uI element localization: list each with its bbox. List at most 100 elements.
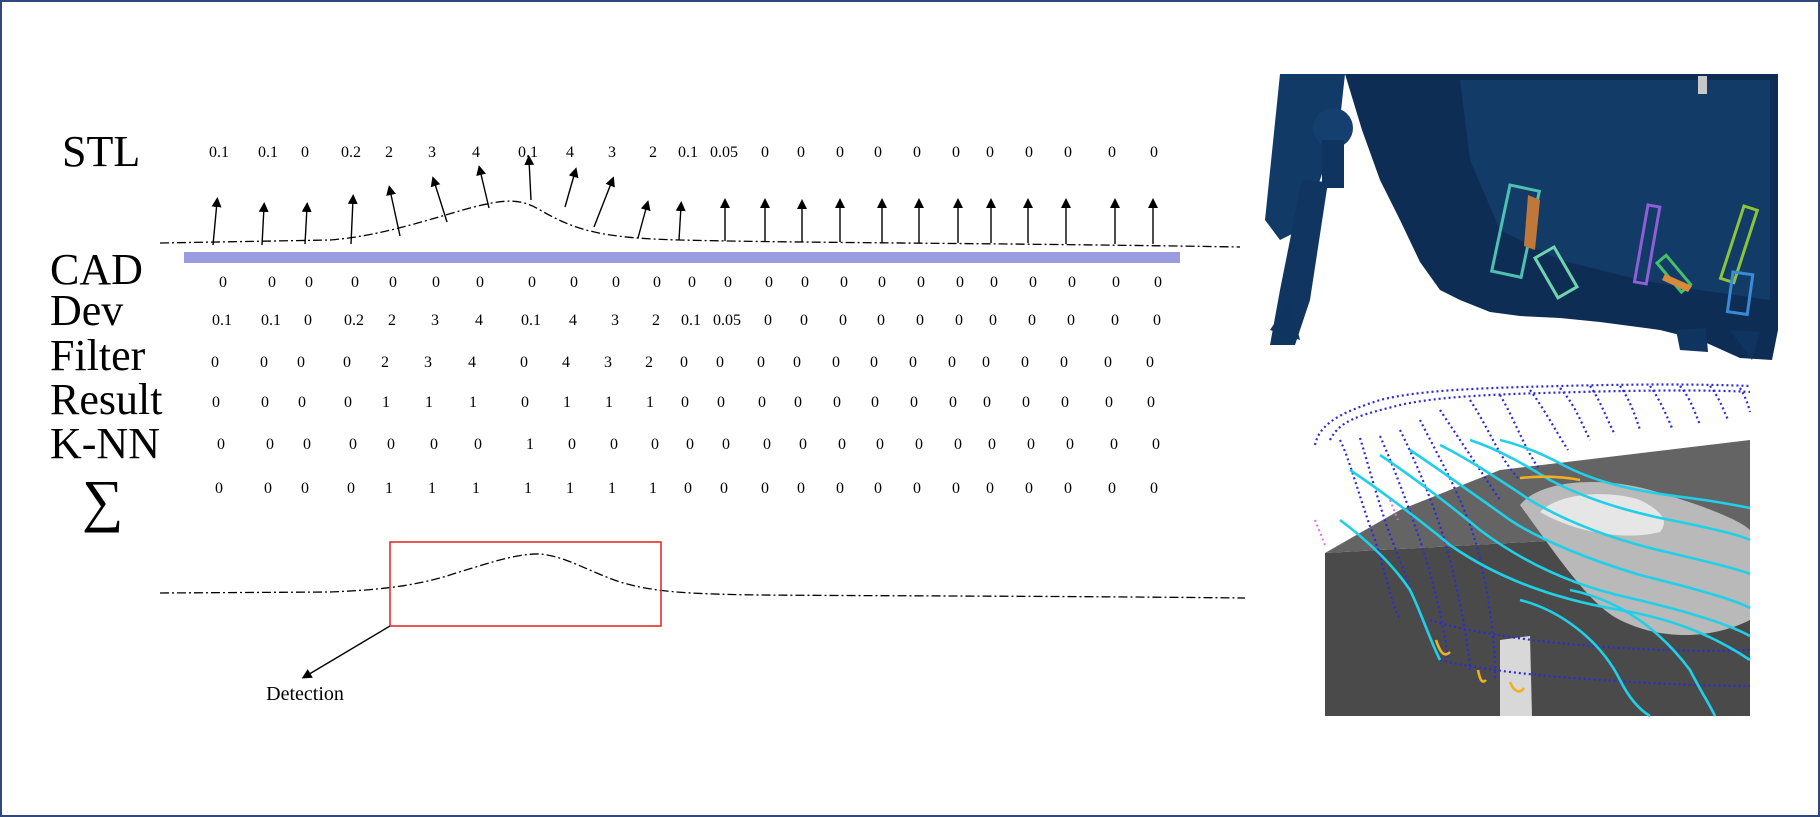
cell-dev-2: 0 xyxy=(304,312,312,329)
cell-sum-9: 1 xyxy=(608,480,616,497)
cell-cad-10: 0 xyxy=(653,274,661,291)
toolpath-pink-segments xyxy=(1314,499,1399,546)
cell-filter-18: 0 xyxy=(948,354,956,371)
cell-result-23: 0 xyxy=(1147,394,1155,411)
cell-stl-16: 0 xyxy=(874,144,882,161)
cell-knn-20: 0 xyxy=(1027,436,1035,453)
cell-dev-23: 0 xyxy=(1153,312,1161,329)
cell-stl-22: 0 xyxy=(1108,144,1116,161)
cell-filter-13: 0 xyxy=(757,354,765,371)
cell-filter-11: 0 xyxy=(680,354,688,371)
cell-sum-0: 0 xyxy=(215,480,223,497)
cell-filter-4: 2 xyxy=(381,354,389,371)
cell-cad-2: 0 xyxy=(305,274,313,291)
cell-dev-0: 0.1 xyxy=(212,312,232,329)
cell-stl-18: 0 xyxy=(952,144,960,161)
cell-stl-12: 0.05 xyxy=(710,144,738,161)
cell-cad-19: 0 xyxy=(990,274,998,291)
cell-result-2: 0 xyxy=(298,394,306,411)
toolpath-dotted-loops xyxy=(1313,383,1752,688)
cell-dev-18: 0 xyxy=(955,312,963,329)
defect-box-mint xyxy=(1532,244,1580,300)
cell-cad-13: 0 xyxy=(765,274,773,291)
cell-result-14: 0 xyxy=(794,394,802,411)
cell-dev-22: 0 xyxy=(1111,312,1119,329)
cell-dev-12: 0.05 xyxy=(713,312,741,329)
cell-filter-20: 0 xyxy=(1021,354,1029,371)
cell-stl-3: 0.2 xyxy=(341,144,361,161)
cell-filter-3: 0 xyxy=(343,354,351,371)
cell-knn-0: 0 xyxy=(217,436,225,453)
toolpath-cyan-passes xyxy=(1339,438,1751,718)
cell-filter-10: 2 xyxy=(645,354,653,371)
cell-knn-19: 0 xyxy=(988,436,996,453)
cell-cad-5: 0 xyxy=(432,274,440,291)
toolpath-orange-links xyxy=(1434,475,1581,693)
cell-filter-12: 0 xyxy=(716,354,724,371)
cell-sum-13: 0 xyxy=(761,480,769,497)
cell-result-18: 0 xyxy=(949,394,957,411)
cell-filter-17: 0 xyxy=(909,354,917,371)
label-result: Result xyxy=(50,375,162,424)
cell-result-1: 0 xyxy=(261,394,269,411)
cell-cad-12: 0 xyxy=(724,274,732,291)
cell-dev-13: 0 xyxy=(764,312,772,329)
cell-filter-1: 0 xyxy=(260,354,268,371)
cell-dev-4: 2 xyxy=(388,312,396,329)
label-sum: ∑ xyxy=(82,468,123,533)
cell-filter-15: 0 xyxy=(832,354,840,371)
cell-knn-8: 0 xyxy=(568,436,576,453)
cell-stl-15: 0 xyxy=(836,144,844,161)
cell-cad-17: 0 xyxy=(917,274,925,291)
cell-sum-14: 0 xyxy=(797,480,805,497)
cell-filter-23: 0 xyxy=(1146,354,1154,371)
normal-arrow-2 xyxy=(301,202,312,245)
normal-arrow-0 xyxy=(211,197,222,246)
cell-sum-3: 0 xyxy=(347,480,355,497)
cell-result-10: 1 xyxy=(646,394,654,411)
normal-arrow-11 xyxy=(675,201,686,241)
cell-sum-23: 0 xyxy=(1150,480,1158,497)
defect-patch-amber xyxy=(1662,274,1692,292)
cell-dev-9: 3 xyxy=(611,312,619,329)
cell-result-16: 0 xyxy=(871,394,879,411)
cell-sum-4: 1 xyxy=(385,480,393,497)
cell-cad-1: 0 xyxy=(268,274,276,291)
cell-cad-14: 0 xyxy=(801,274,809,291)
cell-knn-3: 0 xyxy=(349,436,357,453)
cell-sum-10: 1 xyxy=(649,480,657,497)
cell-result-8: 1 xyxy=(563,394,571,411)
cell-knn-21: 0 xyxy=(1066,436,1074,453)
cell-knn-14: 0 xyxy=(799,436,807,453)
cell-knn-7: 1 xyxy=(526,436,534,453)
cell-dev-7: 0.1 xyxy=(521,312,541,329)
normal-arrow-8 xyxy=(564,167,579,208)
cell-knn-4: 0 xyxy=(387,436,395,453)
cell-result-15: 0 xyxy=(833,394,841,411)
normal-arrow-1 xyxy=(258,202,269,246)
toolpath-view xyxy=(1313,383,1752,718)
detection-box xyxy=(389,541,662,627)
normal-arrow-9 xyxy=(593,176,615,228)
cell-filter-21: 0 xyxy=(1060,354,1068,371)
cell-knn-15: 0 xyxy=(838,436,846,453)
cell-filter-22: 0 xyxy=(1104,354,1112,371)
cell-knn-2: 0 xyxy=(303,436,311,453)
normal-arrow-7 xyxy=(524,155,535,201)
cell-stl-7: 0.1 xyxy=(518,144,538,161)
cell-result-0: 0 xyxy=(212,394,220,411)
cell-result-5: 1 xyxy=(425,394,433,411)
cell-result-7: 0 xyxy=(521,394,529,411)
defect-box-blue xyxy=(1725,270,1755,317)
defect-patch-orange xyxy=(1524,195,1540,250)
cell-knn-10: 0 xyxy=(651,436,659,453)
cell-sum-22: 0 xyxy=(1108,480,1116,497)
cell-cad-8: 0 xyxy=(570,274,578,291)
cell-knn-13: 0 xyxy=(763,436,771,453)
label-cad: CAD xyxy=(50,245,143,294)
cell-sum-8: 1 xyxy=(566,480,574,497)
normal-arrows xyxy=(211,155,1158,246)
cell-sum-18: 0 xyxy=(952,480,960,497)
cell-dev-10: 2 xyxy=(652,312,660,329)
cell-dev-20: 0 xyxy=(1028,312,1036,329)
